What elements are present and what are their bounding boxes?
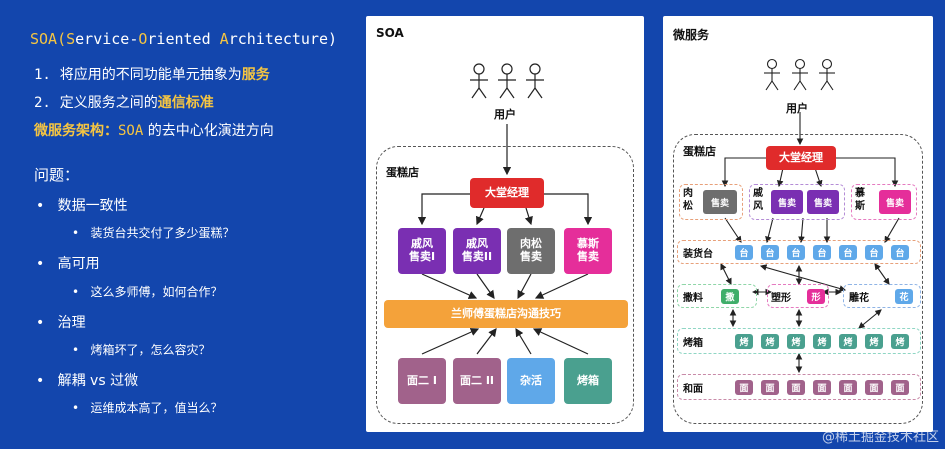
micro-dough-cell: 面 bbox=[839, 380, 857, 395]
micro-loading-cell: 台 bbox=[735, 245, 753, 260]
micro-dough-cell: 面 bbox=[761, 380, 779, 395]
micro-group-mousse bbox=[851, 184, 917, 220]
micro-seller-floss: 售卖 bbox=[703, 190, 737, 214]
micro-dough-label: 和面 bbox=[683, 384, 703, 395]
micro-group-floss bbox=[679, 184, 743, 220]
bullet-3: • 治理 bbox=[36, 315, 86, 331]
bullet-2: • 高可用 bbox=[36, 256, 100, 272]
micro-loading-cell: 台 bbox=[865, 245, 883, 260]
micro-loading-dock-row bbox=[677, 240, 921, 264]
watermark: @稀土掘金技术社区 bbox=[821, 430, 939, 445]
point-2: 2. 定义服务之间的通信标准 bbox=[34, 95, 214, 111]
micro-oven-cell: 烤 bbox=[865, 334, 883, 349]
soa-worker-dough-1: 面二 I bbox=[398, 358, 446, 404]
soa-panel-title: SOA bbox=[376, 26, 404, 40]
soa-worker-oven: 烤箱 bbox=[564, 358, 612, 404]
sub-bullet-3: • 烤箱坏了，怎么容灾？ bbox=[72, 343, 211, 357]
micro-seller-chiffon-1: 售卖 bbox=[771, 190, 803, 214]
micro-oven-label: 烤箱 bbox=[683, 338, 703, 349]
micro-panel-title: 微服务 bbox=[673, 28, 710, 42]
micro-loading-cell: 台 bbox=[839, 245, 857, 260]
micro-oven-cell: 烤 bbox=[839, 334, 857, 349]
soa-seller-chiffon-1: 戚风 售卖I bbox=[398, 228, 446, 274]
micro-oven-cell: 烤 bbox=[761, 334, 779, 349]
soa-shop-boundary bbox=[376, 146, 634, 424]
microservice-line: 微服务架构：SOA 的去中心化演进方向 bbox=[34, 123, 274, 139]
micro-shop-label: 蛋糕店 bbox=[683, 145, 716, 158]
soa-seller-chiffon-2: 戚风 售卖II bbox=[453, 228, 501, 274]
micro-shop-boundary bbox=[673, 134, 923, 424]
micro-loading-dock-label: 装货台 bbox=[683, 249, 713, 260]
micro-group-floss-label: 肉 松 bbox=[683, 188, 693, 212]
left-panel: SOA(Service-Oriented Architecture) 1. 将应… bbox=[0, 0, 360, 449]
micro-dough-cell: 面 bbox=[787, 380, 805, 395]
micro-dough-cell: 面 bbox=[891, 380, 909, 395]
micro-topping-cell: 撒 bbox=[721, 289, 739, 304]
micro-dough-cell: 面 bbox=[813, 380, 831, 395]
micro-carving-label: 雕花 bbox=[849, 293, 869, 304]
bullet-1: • 数据一致性 bbox=[36, 198, 128, 214]
sub-bullet-1: • 装货台共交付了多少蛋糕？ bbox=[72, 226, 235, 240]
microservice-diagram-panel: 微服务 bbox=[663, 16, 933, 432]
user-icon bbox=[470, 63, 544, 99]
soa-connectors bbox=[417, 63, 593, 355]
micro-oven-cell: 烤 bbox=[891, 334, 909, 349]
micro-oven-cell: 烤 bbox=[787, 334, 805, 349]
micro-group-chiffon-label: 戚 风 bbox=[753, 188, 763, 212]
micro-carving-group bbox=[843, 284, 921, 308]
micro-oven-cell: 烤 bbox=[813, 334, 831, 349]
soa-shop-label: 蛋糕店 bbox=[386, 166, 419, 179]
soa-seller-mousse: 慕斯 售卖 bbox=[564, 228, 612, 274]
micro-group-chiffon bbox=[749, 184, 845, 220]
micro-manager-box: 大堂经理 bbox=[766, 146, 836, 170]
micro-topping-label: 撒料 bbox=[683, 293, 703, 304]
questions-title: 问题： bbox=[34, 166, 80, 184]
micro-loading-cell: 台 bbox=[891, 245, 909, 260]
micro-group-mousse-label: 慕 斯 bbox=[855, 188, 865, 212]
bullet-4: • 解耦 vs 过微 bbox=[36, 373, 139, 389]
micro-seller-mousse: 售卖 bbox=[879, 190, 911, 214]
micro-oven-cell: 烤 bbox=[735, 334, 753, 349]
soa-seller-floss: 肉松 售卖 bbox=[507, 228, 555, 274]
micro-loading-cell: 台 bbox=[787, 245, 805, 260]
soa-user-label: 用户 bbox=[494, 108, 516, 121]
micro-seller-chiffon-2: 售卖 bbox=[807, 190, 839, 214]
micro-user-icon bbox=[764, 58, 835, 91]
micro-shaping-cell: 形 bbox=[807, 289, 825, 304]
point-1: 1. 将应用的不同功能单元抽象为服务 bbox=[34, 67, 270, 83]
micro-oven-row bbox=[677, 328, 921, 354]
micro-loading-cell: 台 bbox=[813, 245, 831, 260]
soa-diagram-panel: SOA 用户 蛋糕店 大堂经理 戚风 售卖I 戚风 售卖 bbox=[366, 16, 644, 432]
micro-shaping-group bbox=[767, 284, 829, 308]
micro-user-label: 用户 bbox=[786, 102, 808, 115]
micro-connectors bbox=[720, 58, 900, 374]
sub-bullet-4: • 运维成本高了，值当么？ bbox=[72, 401, 223, 415]
micro-dough-cell: 面 bbox=[735, 380, 753, 395]
soa-worker-misc: 杂活 bbox=[507, 358, 555, 404]
micro-carving-cell: 花 bbox=[895, 289, 913, 304]
soa-manager-box: 大堂经理 bbox=[470, 178, 544, 208]
sub-bullet-2: • 这么多师傅，如何合作？ bbox=[72, 285, 223, 299]
soa-definition-title: SOA(Service-Oriented Architecture) bbox=[30, 30, 338, 48]
soa-worker-dough-2: 面二 II bbox=[453, 358, 501, 404]
soa-service-bus: 兰师傅蛋糕店沟通技巧 bbox=[384, 300, 628, 328]
micro-dough-cell: 面 bbox=[865, 380, 883, 395]
micro-dough-row bbox=[677, 374, 921, 400]
micro-shaping-label: 塑形 bbox=[771, 293, 791, 304]
micro-topping-group bbox=[677, 284, 757, 308]
micro-loading-cell: 台 bbox=[761, 245, 779, 260]
